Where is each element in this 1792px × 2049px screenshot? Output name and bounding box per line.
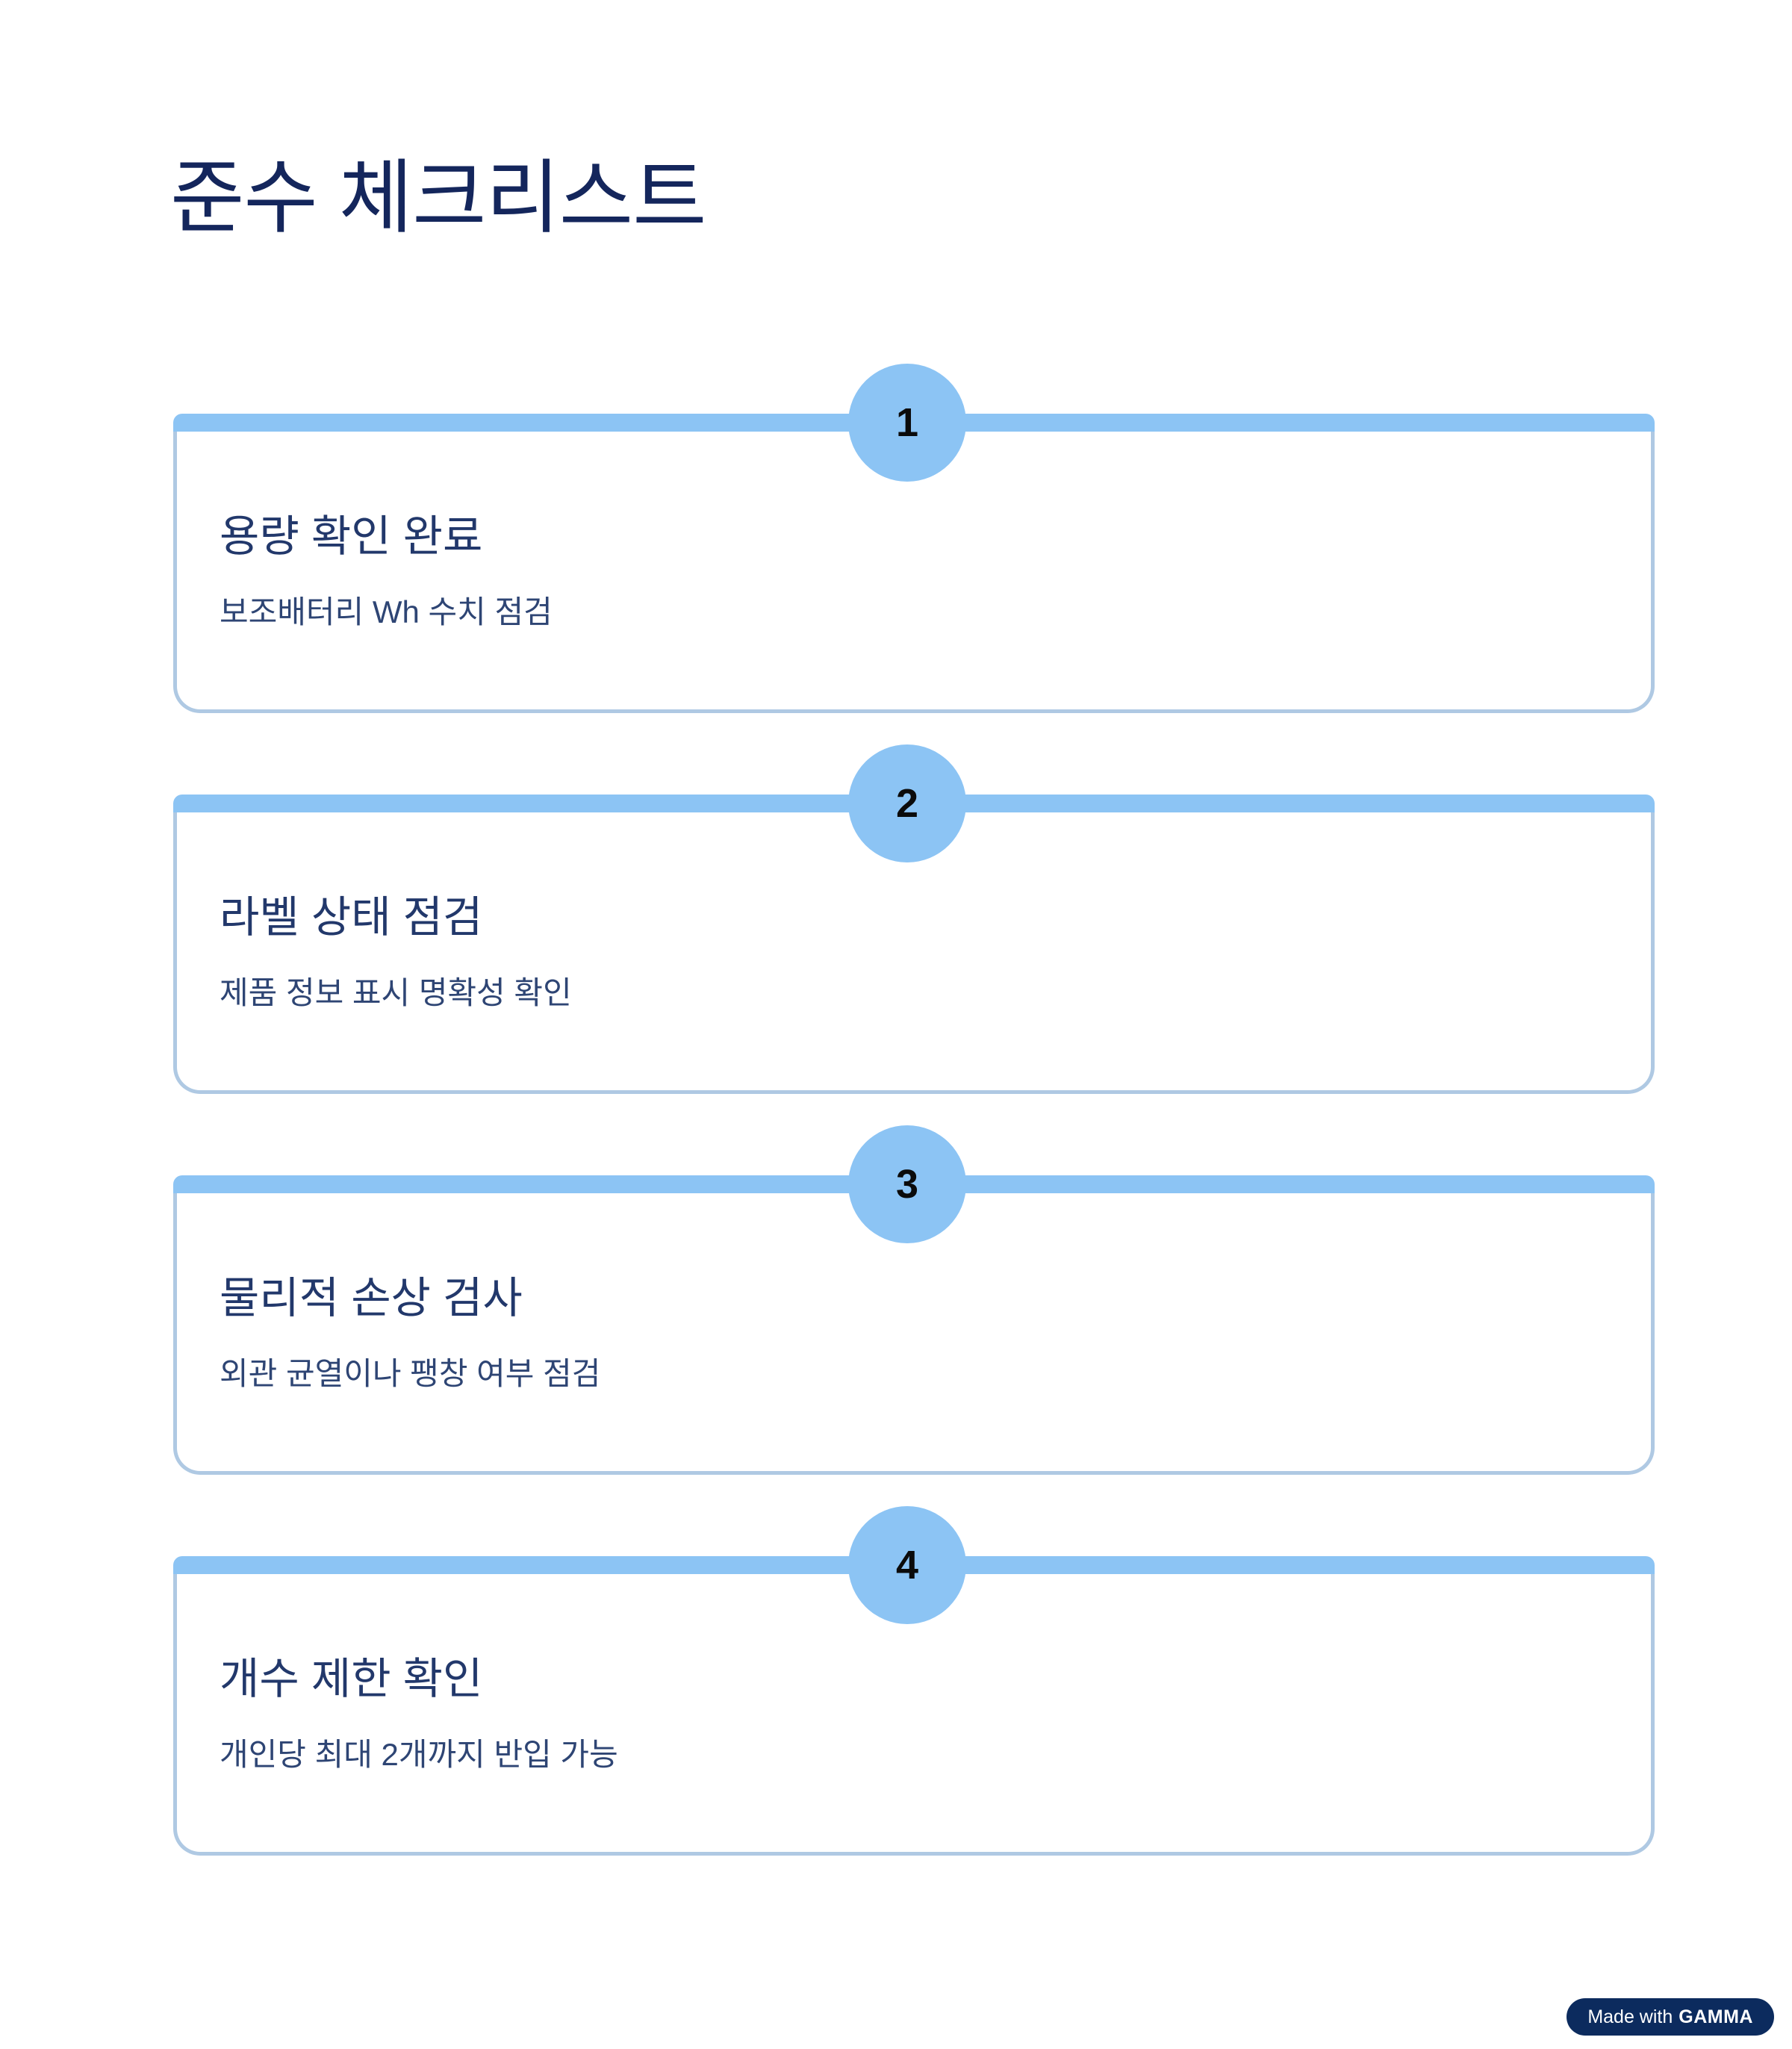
compliance-checklist: 1 용량 확인 완료 보조배터리 Wh 수치 점검 2 라벨 상태 점검 제품 … xyxy=(173,364,1655,1856)
step-number: 3 xyxy=(895,1162,919,1207)
step-number-badge: 1 xyxy=(848,364,966,482)
checklist-item-subtitle: 개인당 최대 2개까지 반입 가능 xyxy=(220,1737,618,1773)
step-number-badge: 4 xyxy=(848,1506,966,1624)
step-number: 1 xyxy=(895,400,919,445)
checklist-step[interactable]: 1 용량 확인 완료 보조배터리 Wh 수치 점검 xyxy=(173,364,1655,713)
step-number-badge: 3 xyxy=(848,1125,966,1243)
checklist-item-title: 라벨 상태 점검 xyxy=(220,892,483,942)
step-number: 4 xyxy=(895,1543,919,1588)
checklist-item-subtitle: 보조배터리 Wh 수치 점검 xyxy=(220,594,553,630)
made-with-gamma-badge[interactable]: Made with GAMMA xyxy=(1567,1998,1774,2036)
page-title: 준수 체크리스트 xyxy=(170,152,707,243)
checklist-step[interactable]: 4 개수 제한 확인 개인당 최대 2개까지 반입 가능 xyxy=(173,1506,1655,1856)
step-number: 2 xyxy=(895,781,919,826)
checklist-card-body: 용량 확인 완료 보조배터리 Wh 수치 점검 xyxy=(220,429,553,713)
checklist-item-subtitle: 제품 정보 표시 명확성 확인 xyxy=(220,975,572,1011)
gamma-wordmark: GAMMA xyxy=(1679,2006,1753,2027)
checklist-item-subtitle: 외관 균열이나 팽창 여부 점검 xyxy=(220,1356,601,1392)
step-number-badge: 2 xyxy=(848,744,966,862)
checklist-step[interactable]: 2 라벨 상태 점검 제품 정보 표시 명확성 확인 xyxy=(173,744,1655,1094)
made-with-label: Made with xyxy=(1587,2006,1673,2027)
checklist-item-title: 개수 제한 확인 xyxy=(220,1654,483,1703)
checklist-card-body: 물리적 손상 검사 외관 균열이나 팽창 여부 점검 xyxy=(220,1191,600,1475)
checklist-card-body: 개수 제한 확인 개인당 최대 2개까지 반입 가능 xyxy=(220,1572,618,1856)
checklist-step[interactable]: 3 물리적 손상 검사 외관 균열이나 팽창 여부 점검 xyxy=(173,1125,1655,1475)
checklist-item-title: 용량 확인 완료 xyxy=(220,512,483,561)
checklist-item-title: 물리적 손상 검사 xyxy=(220,1273,523,1322)
checklist-card-body: 라벨 상태 점검 제품 정보 표시 명확성 확인 xyxy=(220,810,572,1094)
